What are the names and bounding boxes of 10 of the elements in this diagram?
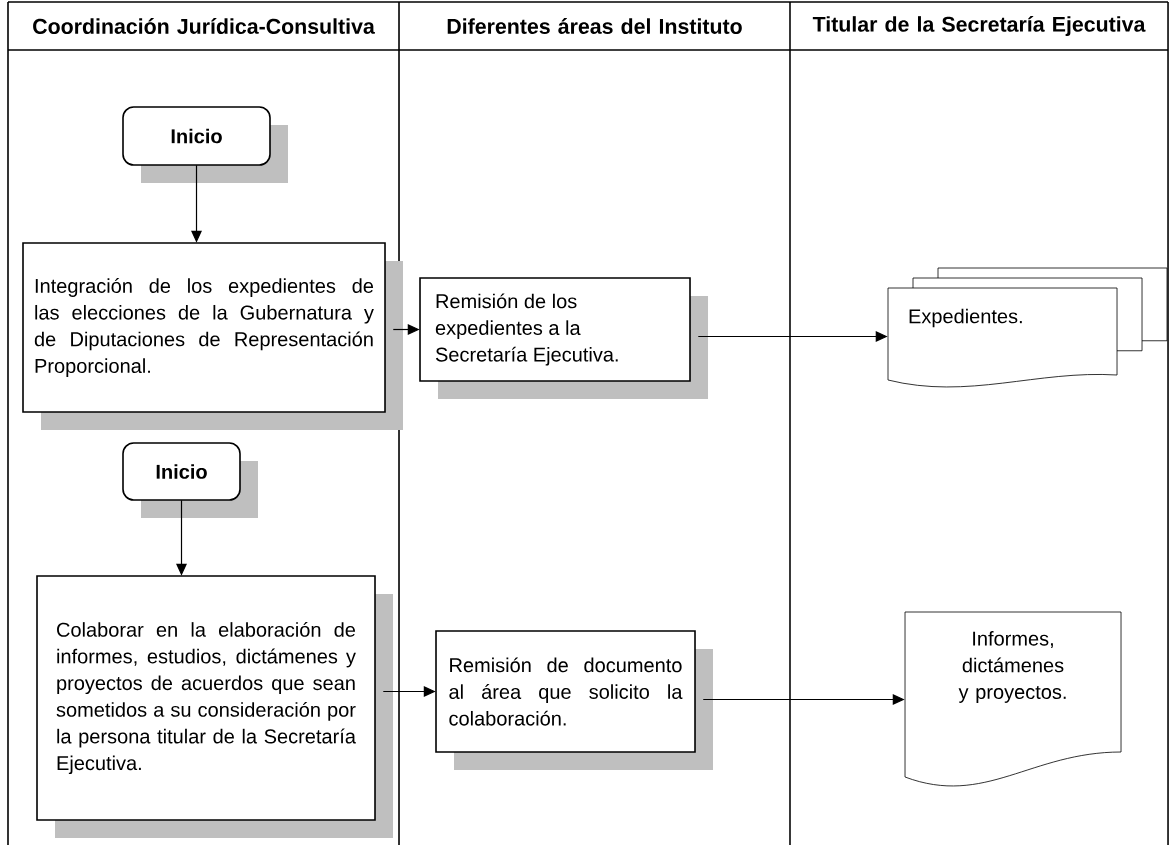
column-header: Titular de la Secretaría Ejecutiva — [812, 15, 1146, 37]
start-box: Inicio — [122, 442, 258, 518]
column-header: Coordinación Jurídica-Consultiva — [33, 18, 375, 34]
document-stack: Expedientes. — [887, 267, 1168, 388]
process-box: Integración de los expedientes de las elecciones de la Gubernatura y de Diputaciones de Representación Proporcional. — [22, 242, 403, 430]
column-header: Diferentes áreas del Instituto — [447, 18, 742, 34]
process-box: Remisión de los expedientes a la Secretaría Ejecutiva. — [419, 277, 708, 399]
process-box: Colaborar en la elaboración de informes, estudios, dictámenes y proyectos de acuerdos que sean sometidos a su consideración por la persona titular de la Secretaría Ejecutiva. — [36, 575, 393, 838]
process-box: Remisión de documento al área que solicito la colaboración. — [435, 630, 713, 770]
start-box: Inicio — [122, 106, 288, 183]
